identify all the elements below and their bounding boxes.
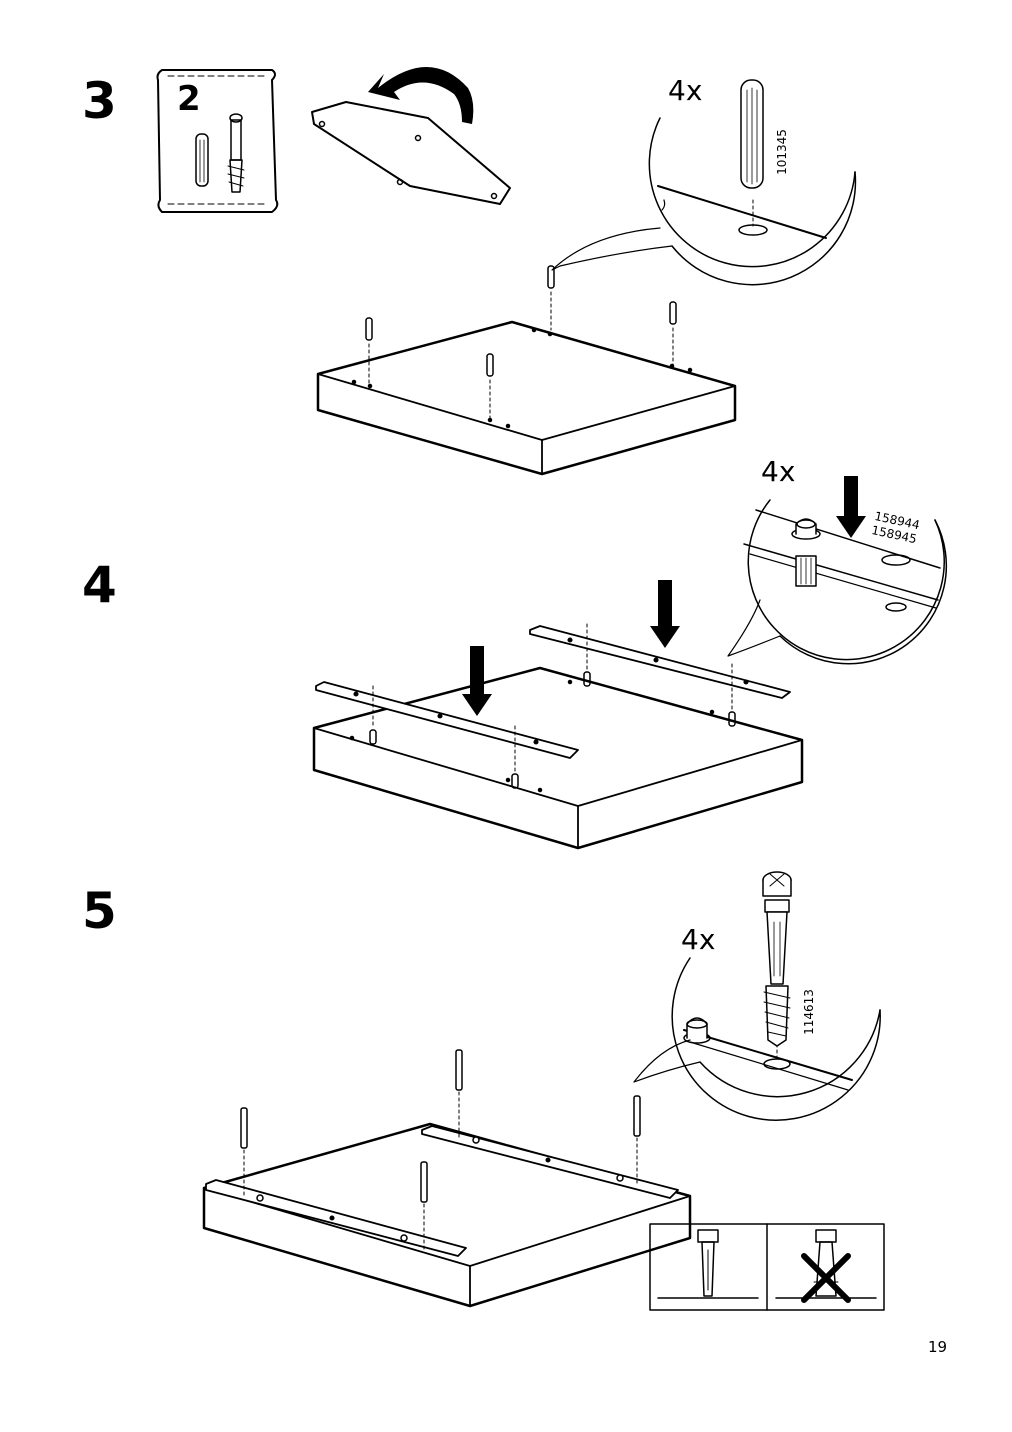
down-arrow-icon: [462, 580, 680, 716]
quantity-label: 4x: [761, 455, 796, 488]
dowel-icon: [195, 133, 209, 187]
cross-mark-icon: [801, 1253, 851, 1303]
correct-connector-icon: [657, 1229, 759, 1299]
dowels-step-4: [369, 623, 736, 789]
rail-front: [205, 1179, 467, 1257]
rail-callout: [727, 499, 948, 665]
part-number: 101345: [775, 129, 789, 175]
incorrect-connector-icon: [775, 1229, 877, 1299]
cam-connector-icon: [762, 871, 792, 1047]
down-arrow-icon: [836, 476, 866, 538]
rail-back: [421, 1125, 679, 1199]
quantity-label: 4x: [681, 923, 716, 956]
rail-back: [529, 625, 791, 699]
page-number: 19: [928, 1338, 948, 1356]
dowel-callout: [551, 79, 857, 286]
flipped-panel: [311, 101, 511, 205]
tightening-check-box: [649, 1223, 885, 1311]
step-number: 5: [82, 882, 117, 940]
rail-front: [315, 681, 579, 759]
bag-count-label: 2: [177, 79, 201, 119]
step-number: 4: [82, 556, 117, 614]
part-number: 114613: [802, 989, 816, 1035]
connector-callout: [633, 957, 881, 1121]
step-number: 3: [82, 72, 117, 130]
flip-arrow-icon: [368, 67, 474, 124]
cam-connector-icon: [227, 113, 245, 193]
quantity-label: 4x: [668, 74, 703, 107]
panel-step-3: [316, 320, 737, 476]
panel-step-5: [202, 1122, 692, 1308]
connectors-step-5: [240, 1049, 641, 1251]
dowels-step-3: [365, 265, 677, 421]
panel-step-4: [312, 666, 804, 850]
bag-icon: [156, 69, 279, 213]
